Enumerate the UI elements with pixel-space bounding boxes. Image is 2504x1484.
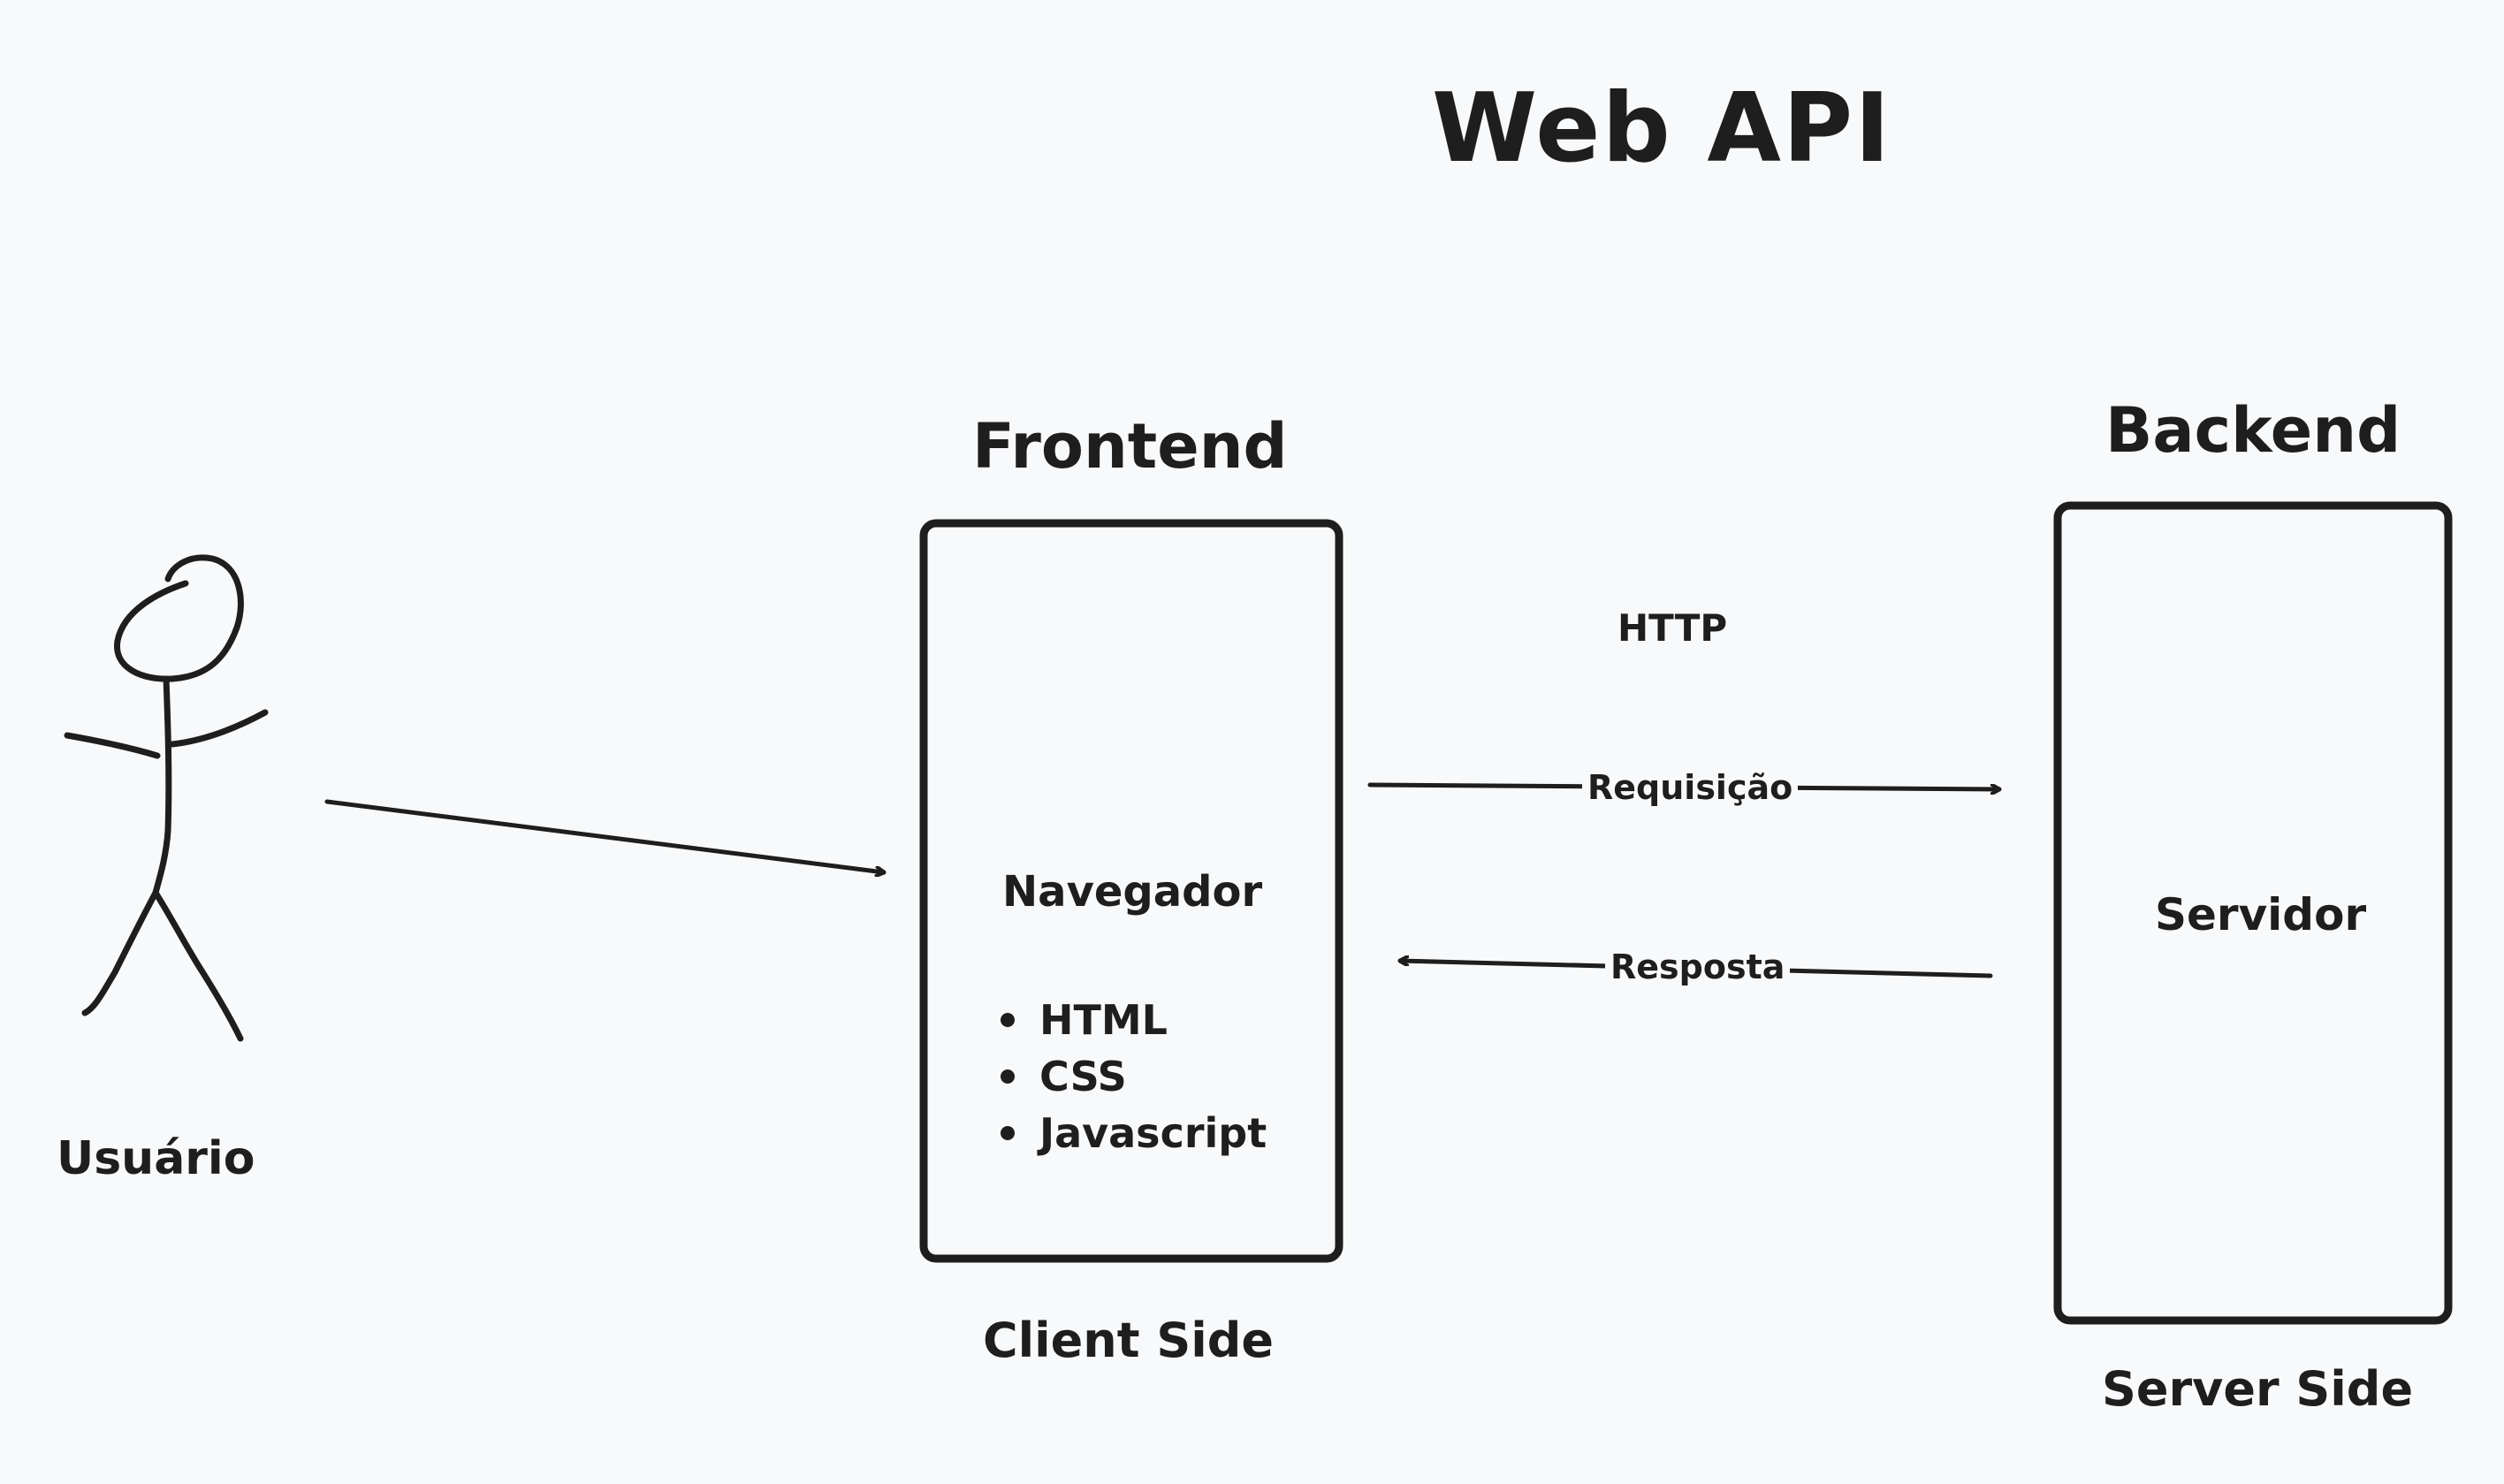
browser-label: Navegador — [1002, 867, 1263, 917]
bullet-icon — [1001, 1012, 1015, 1027]
protocol-label: HTTP — [1617, 606, 1728, 650]
backend-box — [2053, 501, 2453, 1325]
technology-label: HTML — [1039, 996, 1168, 1044]
user-left-leg — [81, 889, 159, 1016]
technology-list: HTML CSS Javascript — [1001, 992, 1267, 1161]
diagram-title: Web API — [1432, 73, 1892, 184]
frontend-heading: Frontend — [972, 410, 1288, 483]
frontend-box — [919, 519, 1343, 1263]
user-right-leg — [152, 889, 244, 1042]
user-right-arm — [169, 709, 269, 748]
server-side-label: Server Side — [2102, 1361, 2414, 1417]
technology-item: HTML — [1001, 992, 1267, 1048]
bullet-icon — [1001, 1125, 1015, 1140]
bullet-icon — [1001, 1069, 1015, 1084]
response-label: Resposta — [1605, 950, 1791, 984]
request-label: Requisição — [1582, 771, 1799, 804]
user-head — [114, 554, 244, 682]
backend-heading: Backend — [2105, 394, 2401, 467]
technology-item: Javascript — [1001, 1105, 1267, 1161]
technology-label: Javascript — [1039, 1109, 1267, 1157]
user-left-arm — [64, 732, 161, 759]
server-label: Servidor — [2155, 889, 2367, 940]
user-label: Usuário — [57, 1132, 255, 1185]
user-to-frontend-arrow — [324, 799, 884, 872]
technology-label: CSS — [1039, 1053, 1127, 1100]
technology-item: CSS — [1001, 1048, 1267, 1105]
client-side-label: Client Side — [983, 1313, 1275, 1368]
user-stick-figure — [64, 554, 269, 1042]
user-body — [152, 675, 172, 896]
